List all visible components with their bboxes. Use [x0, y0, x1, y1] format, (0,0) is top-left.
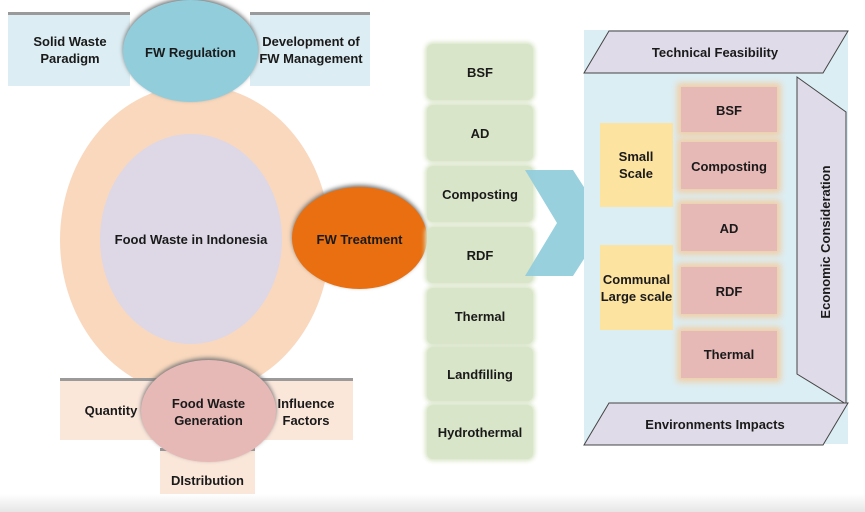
food-waste-indonesia-label: Food Waste in Indonesia: [114, 231, 268, 247]
bottom-shadow: [0, 494, 865, 512]
fw-regulation-label: FW Regulation: [145, 44, 236, 60]
environments-impacts-label: Environments Impacts: [645, 416, 785, 432]
treatment-item-label: Hydrothermal: [437, 424, 523, 440]
treatment-item: [427, 347, 533, 401]
technology-item: [681, 331, 777, 378]
treatment-item-label: AD: [470, 125, 490, 141]
treatment-item-label: Thermal: [454, 308, 506, 324]
treatment-item: [427, 105, 533, 161]
treatment-item: [427, 288, 533, 344]
solid-waste-paradigm-label: Solid Waste Paradigm: [33, 34, 107, 66]
food-waste-indonesia-ellipse: [100, 134, 282, 344]
small-scale-label: Small Scale: [618, 149, 654, 181]
technology-item: [681, 87, 777, 132]
treatment-item-label: RDF: [466, 247, 494, 263]
technology-item-label: Composting: [691, 158, 767, 174]
technical-feasibility-shape: [583, 30, 849, 74]
treatment-item-label: Landfilling: [447, 366, 513, 382]
environments-impacts-shape: [583, 402, 849, 446]
economic-consideration-label: Economic Consideration: [817, 165, 833, 319]
communal-large-scale-box: [600, 245, 673, 330]
treatment-item: [427, 405, 533, 459]
technology-item-label: AD: [719, 220, 739, 236]
influence-factors-label: Influence Factors: [277, 396, 335, 428]
solid-waste-paradigm-box: [8, 12, 130, 86]
quantity-label: Quantity: [84, 402, 138, 418]
fw-management-label: Development of FW Management: [259, 34, 363, 66]
fw-regulation-ellipse: [123, 0, 258, 102]
communal-large-scale-label: Communal Large scale: [600, 272, 673, 304]
treatment-item-label: Composting: [442, 186, 518, 202]
technology-item-label: Thermal: [703, 346, 755, 362]
treatment-item: [427, 227, 533, 283]
technology-item-label: RDF: [715, 283, 743, 299]
technology-item-label: BSF: [716, 102, 742, 118]
distribution-label: DIstribution: [171, 472, 244, 488]
fw-treatment-ellipse: [292, 187, 427, 289]
treatment-item: [427, 166, 533, 222]
treatment-item-label: BSF: [467, 64, 493, 80]
technology-item: [681, 204, 777, 251]
technical-feasibility-label: Technical Feasibility: [651, 44, 779, 60]
fw-management-box: [250, 12, 370, 86]
food-waste-generation-ellipse: [141, 360, 276, 462]
treatment-item: [427, 44, 533, 100]
fw-treatment-label: FW Treatment: [316, 231, 403, 247]
small-scale-box: [600, 123, 673, 207]
technology-item: [681, 142, 777, 189]
technology-item: [681, 267, 777, 314]
food-waste-generation-label: Food Waste Generation: [171, 396, 246, 428]
